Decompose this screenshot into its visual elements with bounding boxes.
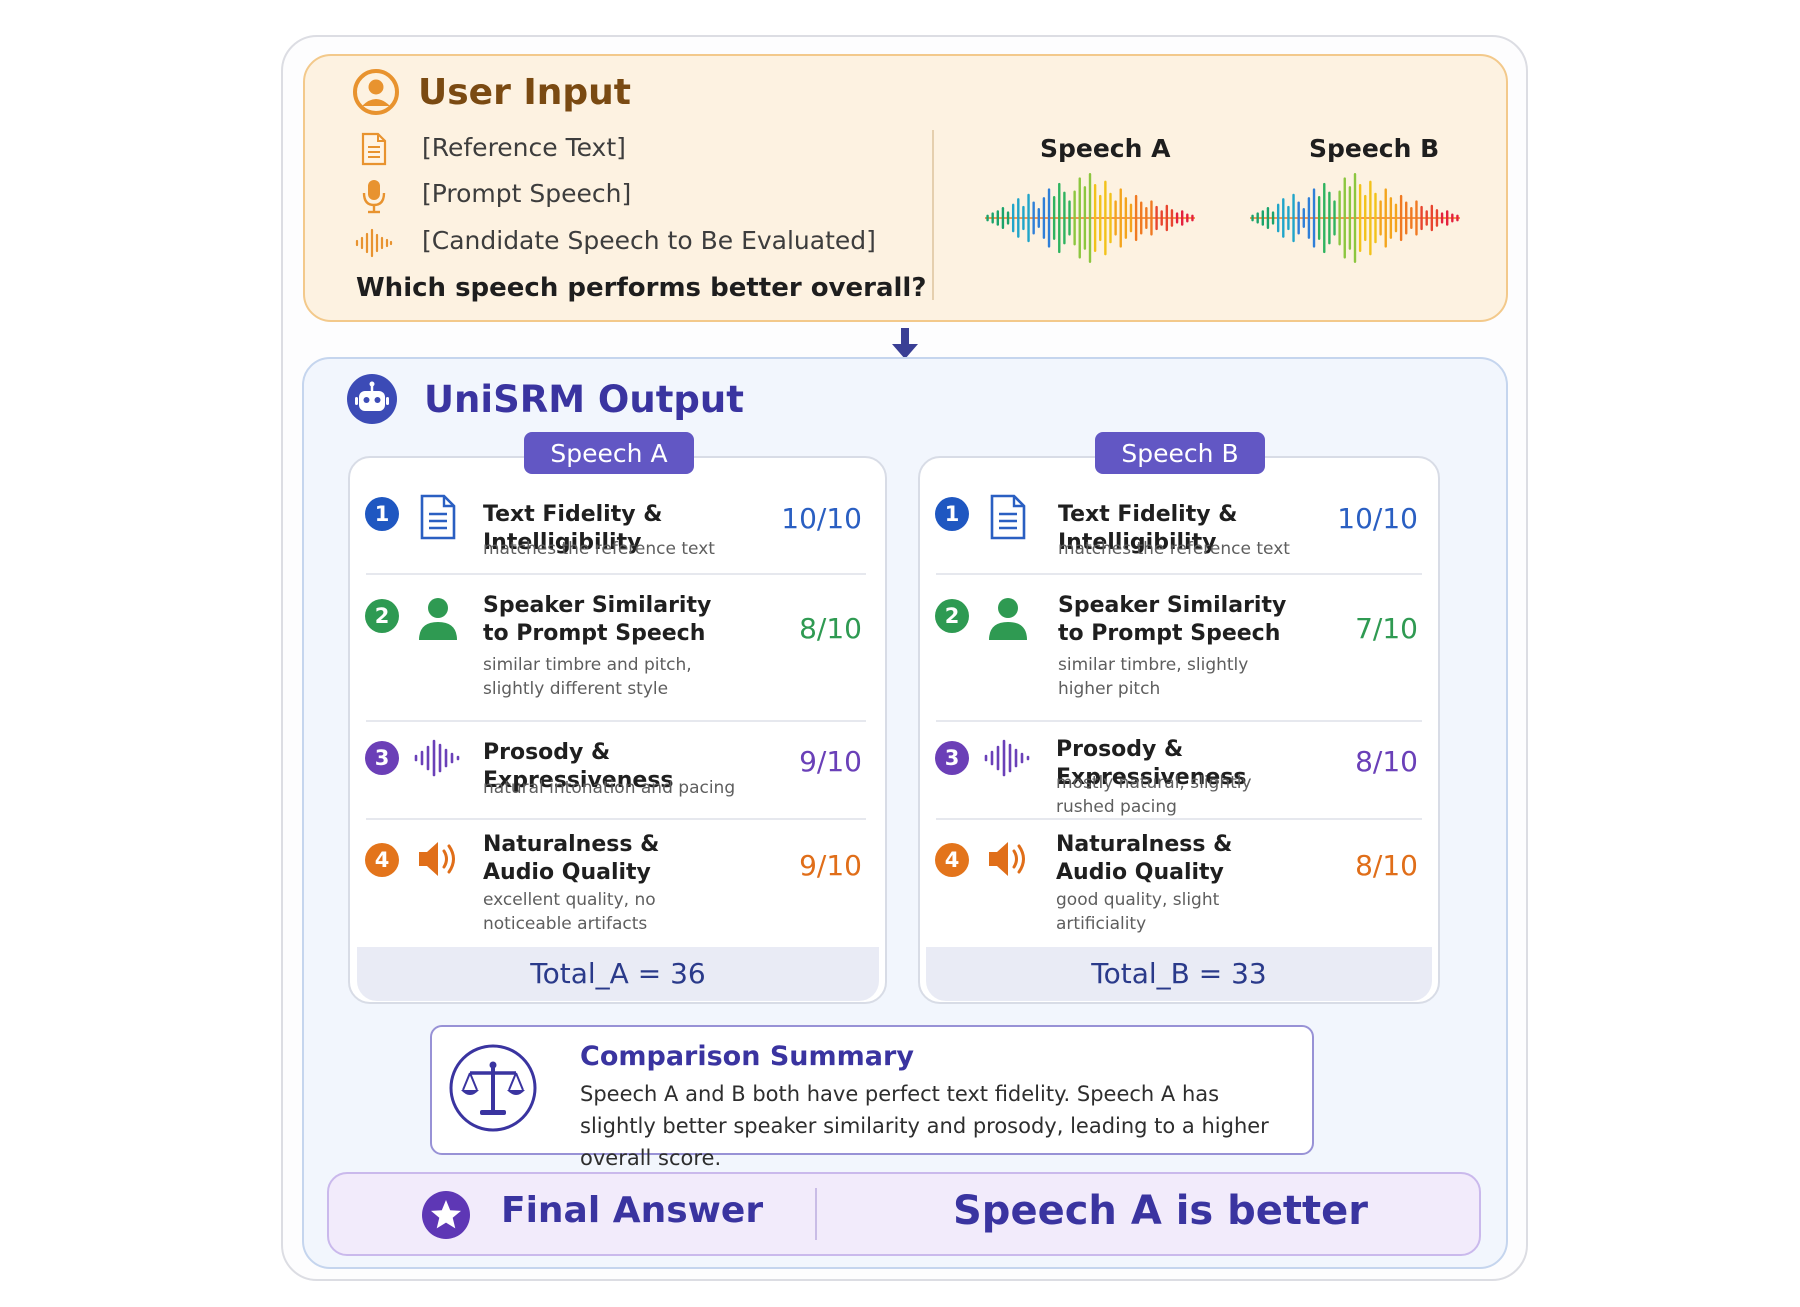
comparison-summary-title: Comparison Summary [580,1041,914,1072]
user-input-title: User Input [418,72,631,113]
metric-score: 9/10 [799,745,862,778]
metric-score: 8/10 [799,612,862,645]
metric-number: 3 [935,741,969,775]
row-divider [936,818,1422,820]
speech-a-total: Total_A = 36 [357,947,879,1001]
metric-description: excellent quality, no noticeable artifac… [483,890,656,934]
input-line-candidate: [Candidate Speech to Be Evaluated] [422,226,876,255]
speech-a-pill: Speech A [524,432,694,474]
document-icon [420,494,456,540]
metric-score: 8/10 [1355,745,1418,778]
metric-number: 1 [365,497,399,531]
final-answer-text: Speech A is better [953,1188,1368,1234]
metric-title: Naturalness & Audio Quality [483,832,660,885]
comparison-summary-box [430,1025,1314,1155]
metric-number: 2 [935,599,969,633]
speaker-icon [419,842,455,876]
row-divider [366,720,866,722]
metric-description: similar timbre, slightly higher pitch [1058,655,1249,699]
row-divider [366,818,866,820]
microphone-icon [362,180,386,214]
waveform-icon [355,228,393,258]
metric-description: matches the reference text [1058,539,1290,559]
metric-description: similar timbre and pitch, slightly diffe… [483,655,692,699]
waveform-icon [984,739,1030,777]
person-icon [989,598,1027,640]
metric-title: Prosody & Expressiveness [483,740,674,793]
metric-number: 1 [935,497,969,531]
metric-score: 8/10 [1355,849,1418,882]
speech-a-card [348,456,887,1004]
metric-description: natural intonation and pacing [483,778,736,798]
input-line-reference: [Reference Text] [422,133,626,162]
star-icon [422,1191,470,1239]
question-text: Which speech performs better overall? [356,273,927,303]
person-icon [419,598,457,640]
unisrm-output-title: UniSRM Output [424,378,744,421]
metric-number: 2 [365,599,399,633]
metric-score: 7/10 [1355,612,1418,645]
user-input-panel [303,54,1508,322]
row-divider [366,573,866,575]
metric-score: 9/10 [799,849,862,882]
document-icon [990,494,1026,540]
speech-b-pill: Speech B [1095,432,1265,474]
speech-b-header: Speech B [1309,134,1440,163]
final-answer-label: Final Answer [501,1190,764,1231]
waveform-icon [414,739,460,777]
metric-score: 10/10 [781,502,862,535]
input-divider [932,130,934,300]
metric-title: Prosody & Expressiveness [1056,737,1247,790]
metric-title: Text Fidelity & Intelligibility [483,502,663,555]
metric-description: matches the reference text [483,539,715,559]
metric-title: Speaker Similarity to Prompt Speech [1058,593,1287,646]
metric-title: Text Fidelity & Intelligibility [1058,502,1238,555]
speech-b-waveform [1250,172,1460,264]
metric-number: 3 [365,741,399,775]
metric-title: Speaker Similarity to Prompt Speech [483,593,712,646]
speech-b-total: Total_B = 33 [926,947,1432,1001]
row-divider [936,720,1422,722]
metric-title: Naturalness & Audio Quality [1056,832,1233,885]
user-icon [353,69,399,115]
metric-number: 4 [365,843,399,877]
speech-a-waveform [985,172,1195,264]
row-divider [936,573,1422,575]
speaker-icon [989,842,1025,876]
scales-icon [449,1044,537,1132]
metric-score: 10/10 [1337,502,1418,535]
arrow-down-icon [892,328,918,359]
document-icon [361,132,387,166]
final-divider [815,1188,817,1240]
final-answer-box [327,1172,1481,1256]
metric-number: 4 [935,843,969,877]
robot-icon [347,374,397,424]
speech-a-header: Speech A [1040,134,1171,163]
metric-description: mostly natural, slightly rushed pacing [1056,773,1252,817]
speech-b-card [918,456,1440,1004]
input-line-prompt: [Prompt Speech] [422,179,632,208]
metric-description: good quality, slight artificiality [1056,890,1220,934]
comparison-summary-text: Speech A and B both have perfect text fi… [580,1082,1269,1170]
